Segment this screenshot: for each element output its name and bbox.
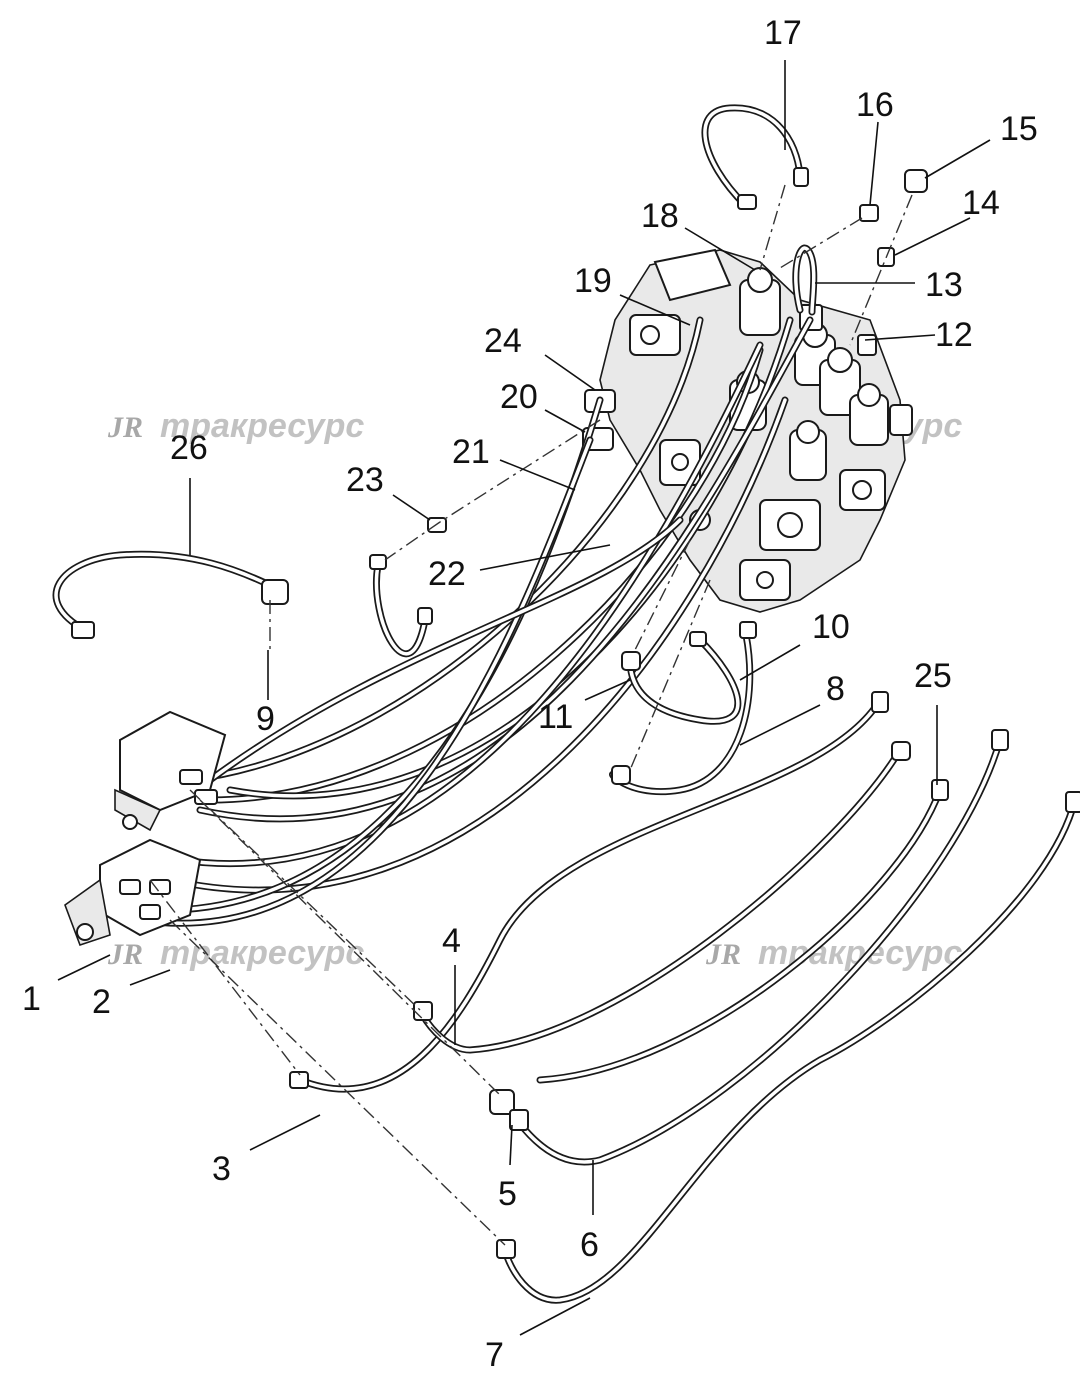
callout-19: 19	[574, 262, 612, 300]
callout-8: 8	[826, 670, 845, 708]
callout-4: 4	[442, 922, 461, 960]
callout-21: 21	[452, 433, 490, 471]
callout-25: 25	[914, 657, 952, 695]
hose-8	[289, 691, 889, 1093]
fitting-16	[859, 204, 879, 222]
hose-6	[506, 729, 1009, 1166]
distributor-block-upper	[114, 710, 227, 832]
callout-15: 15	[1000, 110, 1038, 148]
svg-text:тракресурс: тракресурс	[160, 934, 364, 972]
hose-10	[609, 621, 757, 796]
callout-26: 26	[170, 429, 208, 467]
hose-17	[701, 104, 809, 210]
hose-23-line	[369, 554, 433, 658]
callouts: 1 2 3 4 5 6 7 8 9 10 11 12 13 14 15 16 1…	[22, 14, 1038, 1374]
control-valve-block	[582, 248, 913, 613]
callout-17: 17	[764, 14, 802, 52]
callout-7: 7	[485, 1336, 504, 1374]
svg-text:JR: JR	[107, 938, 143, 971]
callout-6: 6	[580, 1226, 599, 1264]
callout-14: 14	[962, 184, 1000, 222]
svg-text:тракресурс: тракресурс	[160, 407, 364, 445]
tee-fitting-5	[489, 1089, 529, 1131]
hose-26	[52, 550, 289, 639]
watermark-top-left: JR тракресурс	[107, 407, 364, 445]
distributor-block-lower	[64, 838, 202, 947]
fitting-23	[427, 517, 447, 533]
svg-text:JR: JR	[107, 411, 143, 444]
callout-3: 3	[212, 1150, 231, 1188]
callout-24: 24	[484, 322, 522, 360]
hose-bundle	[136, 316, 814, 927]
watermark-bottom-right: JR тракресурс	[705, 934, 962, 972]
callout-13: 13	[925, 266, 963, 304]
callout-2: 2	[92, 983, 111, 1021]
callout-16: 16	[856, 86, 894, 124]
callout-20: 20	[500, 378, 538, 416]
callout-18: 18	[641, 197, 679, 235]
callout-11: 11	[538, 698, 573, 736]
callout-12: 12	[935, 316, 973, 354]
callout-22: 22	[428, 555, 466, 593]
callout-23: 23	[346, 461, 384, 499]
fitting-15	[904, 169, 928, 193]
callout-9: 9	[256, 700, 275, 738]
callout-5: 5	[498, 1175, 517, 1213]
callout-10: 10	[812, 608, 850, 646]
hose-13	[792, 244, 818, 316]
watermark-bottom-left: JR тракресурс	[107, 934, 364, 972]
assembly-lines	[149, 184, 913, 1246]
hose-7	[496, 791, 1080, 1304]
leader-lines	[57, 60, 991, 1336]
hose-25	[536, 779, 949, 1084]
callout-1: 1	[22, 980, 41, 1018]
